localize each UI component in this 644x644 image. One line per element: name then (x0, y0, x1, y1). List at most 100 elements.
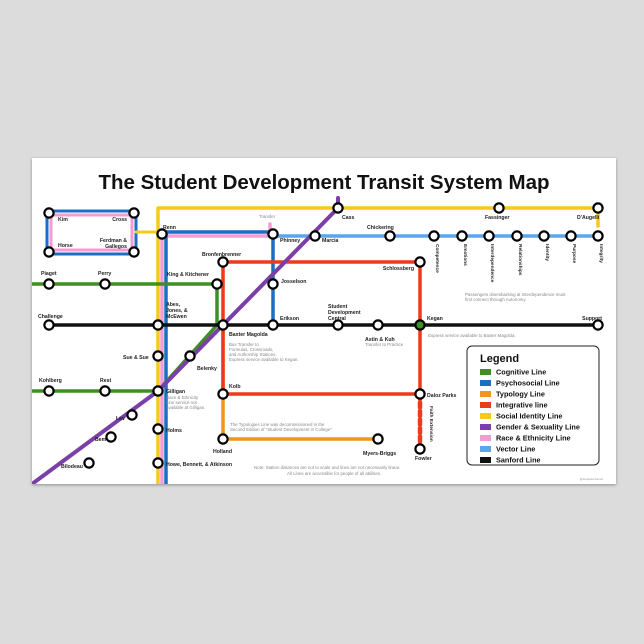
label-holms: Holms (166, 428, 182, 434)
label-schlossberg: Schlossberg (383, 266, 414, 272)
station-daugelli[interactable] (592, 202, 604, 214)
station-holms[interactable] (152, 423, 164, 435)
station-kohlberg[interactable] (43, 385, 55, 397)
label-emotions: Emotions (462, 244, 468, 266)
station-ferdman[interactable] (128, 246, 140, 258)
legend-item-label: Psychosocial Line (496, 379, 560, 388)
station-challenge[interactable] (43, 319, 55, 331)
credit: @studydevtransit (580, 477, 603, 481)
note-race-1: Race & Ethnicity (166, 395, 199, 400)
station-renn[interactable] (156, 228, 168, 240)
station-astin[interactable] (372, 319, 384, 331)
note-typology-1: The Typologies Line was decommissioned i… (230, 422, 325, 427)
legend-swatch (480, 435, 491, 441)
station-howe[interactable] (152, 457, 164, 469)
legend-item-label: Sanford Line (496, 456, 541, 465)
station-rest[interactable] (99, 385, 111, 397)
station-marcia[interactable] (309, 230, 321, 242)
label-lev: Lev (116, 416, 125, 422)
station-fassinger[interactable] (493, 202, 505, 214)
station-lev[interactable] (126, 409, 138, 421)
label-gilligan: Gilligan (166, 389, 185, 395)
station-sue[interactable] (152, 350, 164, 362)
label-relationships: Relationships (517, 244, 523, 276)
integrative-line (221, 260, 422, 396)
station-horse[interactable] (43, 246, 55, 258)
label-baxter: Baxter Magolda (229, 332, 268, 338)
note-race-2: Line service not (166, 400, 198, 405)
station-abes[interactable] (152, 319, 164, 331)
station-belenky[interactable] (184, 350, 196, 362)
station-support[interactable] (592, 319, 604, 331)
legend-swatch (480, 413, 491, 419)
label-myers: Myers-Briggs (363, 451, 396, 457)
station-cass[interactable] (332, 202, 344, 214)
label-cass: Cass (342, 215, 355, 221)
station-holland[interactable] (217, 433, 229, 445)
note-footer-2: All Lines are accessible for people of a… (287, 471, 381, 476)
station-erikson[interactable] (267, 319, 279, 331)
label-abes-2: Jones, & (166, 308, 188, 314)
station-identity[interactable] (538, 230, 550, 242)
station-kolb[interactable] (217, 388, 229, 400)
station-purpose[interactable] (565, 230, 577, 242)
station-relationships[interactable] (511, 230, 523, 242)
note-astin-transfer: Transfer to Practice (365, 342, 404, 347)
legend-swatch (480, 424, 491, 430)
label-chickering: Chickering (367, 225, 394, 231)
station-king[interactable] (211, 278, 223, 290)
station-bilodeau[interactable] (83, 457, 95, 469)
note-bus-3: and Authorship Stations. (229, 352, 277, 357)
note-bus-1: Bus Transfer to (229, 342, 259, 347)
label-kohlberg: Kohlberg (39, 378, 62, 384)
label-erikson: Erikson (280, 316, 299, 322)
station-baxter[interactable] (217, 319, 229, 331)
label-abes: Abes, (166, 302, 181, 308)
station-integrity[interactable] (592, 230, 604, 242)
station-fowler[interactable] (414, 443, 426, 455)
cognitive-line (32, 282, 219, 393)
label-phinney: Phinney (280, 238, 300, 244)
label-howe: Howe, Bennett, & Atkinson (166, 462, 232, 468)
station-myers[interactable] (372, 433, 384, 445)
station-gilligan[interactable] (152, 385, 164, 397)
transit-map: The Student Development Transit System M… (32, 171, 604, 484)
label-holland: Holland (213, 449, 232, 455)
station-daloz[interactable] (414, 388, 426, 400)
legend-title: Legend (480, 353, 519, 365)
station-bronfenbrenner[interactable] (217, 256, 229, 268)
label-competence: Competence (434, 244, 440, 273)
station-kegan[interactable] (414, 319, 426, 331)
label-belenky: Belenky (197, 366, 217, 372)
station-chickering[interactable] (384, 230, 396, 242)
label-sue: Sue & Sue (123, 355, 149, 361)
station-emotions[interactable] (456, 230, 468, 242)
label-interdependence: Interdependence (489, 244, 495, 283)
station-cross[interactable] (128, 207, 140, 219)
station-sdc[interactable] (332, 319, 344, 331)
label-integrity: Integrity (598, 244, 604, 263)
note-race-3: available at Gilligan. (166, 405, 205, 410)
station-bem[interactable] (105, 431, 117, 443)
legend-item-label: Cognitive Line (496, 368, 546, 377)
label-sdc-2: Development (328, 310, 361, 316)
legend-swatch (480, 457, 491, 463)
station-piaget[interactable] (43, 278, 55, 290)
legend-item-label: Integrative line (496, 401, 548, 410)
station-competence[interactable] (428, 230, 440, 242)
station-josselson[interactable] (267, 278, 279, 290)
poster: The Student Development Transit System M… (32, 158, 616, 484)
note-bus-2: Formulas, Crossroads, (229, 347, 273, 352)
legend-item-label: Gender & Sexuality Line (496, 423, 580, 432)
station-perry[interactable] (99, 278, 111, 290)
legend-swatch (480, 369, 491, 375)
station-labels: Kim Cross Horse Ferdman & Gallegos Renn … (38, 214, 602, 470)
label-sdc: Student (328, 304, 348, 310)
station-kim[interactable] (43, 207, 55, 219)
station-phinney[interactable] (267, 228, 279, 240)
station-interdependence[interactable] (483, 230, 495, 242)
social-identity-line (156, 206, 600, 484)
station-schlossberg[interactable] (414, 256, 426, 268)
label-ferdman: Ferdman & (100, 238, 127, 244)
